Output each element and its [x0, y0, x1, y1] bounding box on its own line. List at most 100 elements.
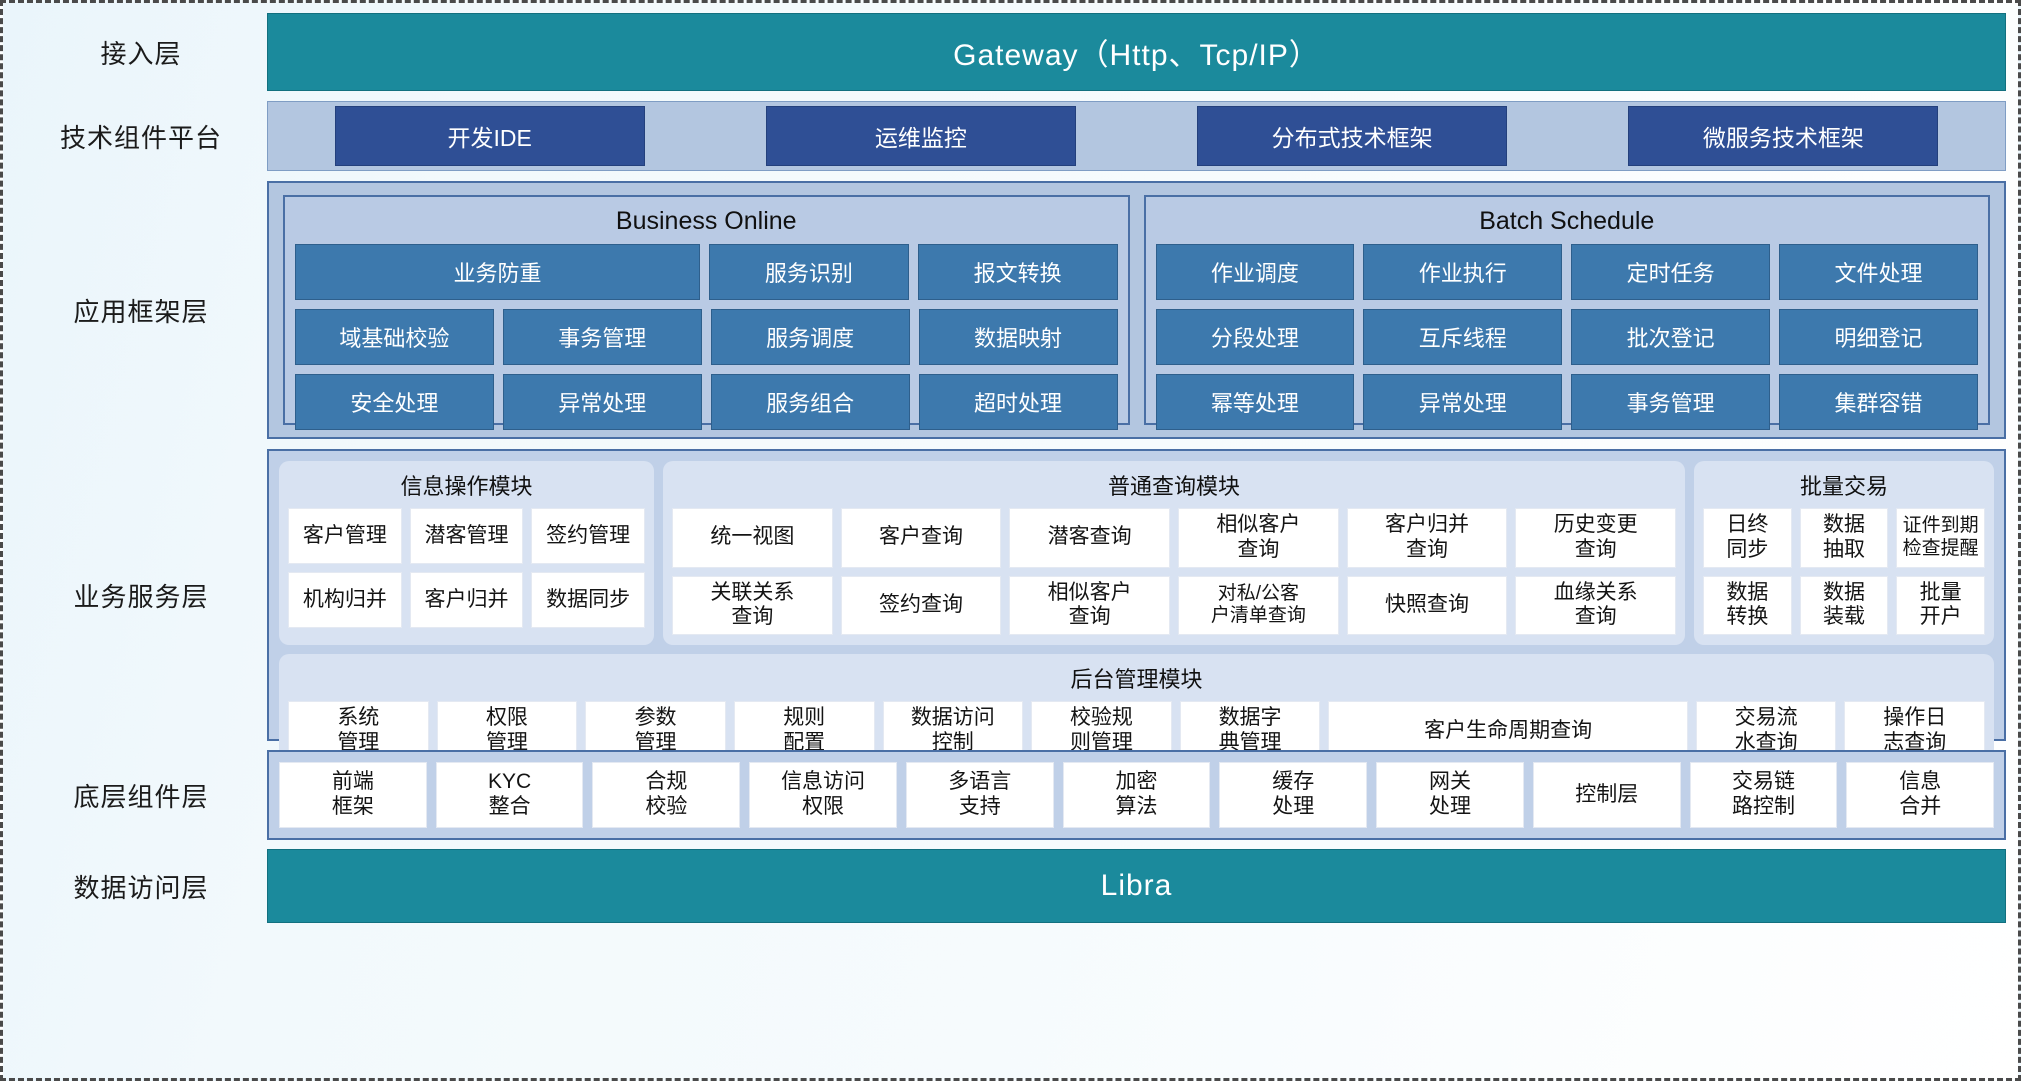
access-layer-label: 接入层: [100, 38, 182, 69]
component-cell[interactable]: 信息合并: [1846, 762, 1995, 828]
business-cell[interactable]: 数据抽取: [1799, 508, 1889, 568]
app-cell[interactable]: 互斥线程: [1363, 309, 1563, 365]
business-module-grid: 客户管理潜客管理签约管理机构归并客户归并数据同步: [288, 508, 646, 628]
app-cell[interactable]: 文件处理: [1779, 244, 1978, 300]
component-cell[interactable]: 合规校验: [592, 762, 741, 828]
app-grid-row: 分段处理互斥线程批次登记明细登记: [1155, 309, 1978, 365]
component-cell[interactable]: 缓存处理: [1219, 762, 1368, 828]
gateway-bar[interactable]: Gateway（Http、Tcp/IP）: [267, 13, 2006, 91]
access-layer-row: 接入层 Gateway（Http、Tcp/IP）: [15, 13, 2006, 91]
business-cell[interactable]: 日终同步: [1703, 508, 1792, 568]
app-cell[interactable]: 异常处理: [502, 374, 702, 430]
data-access-row: 数据访问层 Libra: [15, 849, 2006, 923]
tech-platform-band: 开发IDE 运维监控 分布式技术框架 微服务技术框架: [267, 101, 2006, 171]
business-cell[interactable]: 血缘关系查询: [1515, 575, 1677, 636]
component-cell[interactable]: 信息访问权限: [749, 762, 897, 828]
business-module-title: 普通查询模块: [1107, 474, 1240, 499]
business-cell[interactable]: 相似客户查询: [1009, 575, 1171, 636]
tech-chip-4[interactable]: 微服务技术框架: [1628, 106, 1939, 166]
business-module-3: 批量交易日终同步数据抽取证件到期检查提醒数据转换数据装载批量开户: [1694, 461, 1994, 646]
app-panel-grid: 作业调度作业执行定时任务文件处理分段处理互斥线程批次登记明细登记幂等处理异常处理…: [1155, 244, 1978, 430]
component-cell[interactable]: 网关处理: [1376, 762, 1524, 828]
app-cell[interactable]: 批次登记: [1571, 309, 1771, 365]
business-cell[interactable]: 客户查询: [840, 508, 1002, 568]
business-cell[interactable]: 客户管理: [288, 508, 402, 564]
app-cell[interactable]: 作业执行: [1363, 244, 1563, 300]
business-cell[interactable]: 数据同步: [531, 572, 646, 628]
app-cell[interactable]: 事务管理: [1571, 374, 1771, 430]
app-cell[interactable]: 服务组合: [710, 374, 910, 430]
business-cell[interactable]: 对私/公客户清单查询: [1178, 575, 1339, 636]
app-grid-row: 安全处理异常处理服务组合超时处理: [295, 374, 1118, 430]
business-cell[interactable]: 客户归并: [409, 572, 524, 628]
business-cell[interactable]: 统一视图: [672, 508, 833, 568]
tech-chip-1[interactable]: 开发IDE: [334, 106, 645, 166]
app-grid-row: 域基础校验事务管理服务调度数据映射: [295, 309, 1118, 365]
business-grid-row: 日终同步数据抽取证件到期检查提醒: [1703, 508, 1986, 568]
app-panel-title: Business Online: [615, 207, 797, 235]
business-service-label: 业务服务层: [73, 581, 209, 612]
business-cell[interactable]: 客户归并查询: [1346, 508, 1508, 568]
app-grid-row: 作业调度作业执行定时任务文件处理: [1155, 244, 1978, 300]
app-cell[interactable]: 域基础校验: [295, 309, 494, 365]
business-grid-row: 数据转换数据装载批量开户: [1703, 575, 1986, 636]
business-cell[interactable]: 签约管理: [531, 508, 646, 564]
business-cell[interactable]: 潜客查询: [1009, 508, 1171, 568]
business-cell[interactable]: 数据装载: [1799, 575, 1889, 636]
component-cell[interactable]: 控制层: [1532, 762, 1681, 828]
admin-module: 后台管理模块 系统管理权限管理参数管理规则配置数据访问控制校验规则管理数据字典管…: [279, 654, 1994, 772]
business-module-title: 信息操作模块: [400, 474, 533, 499]
business-cell[interactable]: 快照查询: [1346, 575, 1508, 636]
business-grid-row: 机构归并客户归并数据同步: [288, 572, 646, 628]
component-cell[interactable]: 交易链路控制: [1689, 762, 1838, 828]
app-cell[interactable]: 服务识别: [709, 244, 909, 300]
app-cell[interactable]: 数据映射: [918, 309, 1118, 365]
data-access-label: 数据访问层: [73, 872, 209, 903]
business-cell[interactable]: 数据转换: [1703, 575, 1792, 636]
business-cell[interactable]: 批量开户: [1896, 575, 1986, 636]
component-cell[interactable]: 多语言支持: [905, 762, 1054, 828]
business-cell[interactable]: 签约查询: [840, 575, 1002, 636]
app-cell[interactable]: 幂等处理: [1155, 374, 1355, 430]
app-cell[interactable]: 安全处理: [295, 374, 494, 430]
business-service-band: 信息操作模块客户管理潜客管理签约管理机构归并客户归并数据同步 普通查询模块统一视图…: [267, 449, 2006, 772]
tech-chip-2[interactable]: 运维监控: [765, 106, 1076, 166]
app-cell[interactable]: 报文转换: [917, 244, 1118, 300]
app-cell[interactable]: 超时处理: [918, 374, 1118, 430]
business-cell[interactable]: 机构归并: [288, 572, 402, 628]
bottom-component-label: 底层组件层: [73, 781, 209, 812]
app-cell[interactable]: 服务调度: [710, 309, 910, 365]
app-cell[interactable]: 事务管理: [502, 309, 702, 365]
app-cell[interactable]: 明细登记: [1779, 309, 1978, 365]
tech-platform-row: 技术组件平台 开发IDE 运维监控 分布式技术框架 微服务技术框架: [15, 101, 2006, 171]
business-cell[interactable]: 证件到期检查提醒: [1896, 508, 1986, 568]
business-cell[interactable]: 关联关系查询: [672, 575, 833, 636]
business-grid-row: 关联关系查询签约查询相似客户查询对私/公客户清单查询快照查询血缘关系查询: [672, 575, 1677, 636]
business-modules-row: 信息操作模块客户管理潜客管理签约管理机构归并客户归并数据同步 普通查询模块统一视图…: [279, 461, 1994, 646]
app-cell[interactable]: 分段处理: [1155, 309, 1355, 365]
libra-bar[interactable]: Libra: [267, 849, 2006, 923]
app-cell[interactable]: 定时任务: [1571, 244, 1771, 300]
admin-module-row: 系统管理权限管理参数管理规则配置数据访问控制校验规则管理数据字典管理客户生命周期…: [288, 701, 1986, 762]
app-cell[interactable]: 异常处理: [1363, 374, 1563, 430]
app-cell[interactable]: 业务防重: [295, 244, 701, 300]
tech-platform-label: 技术组件平台: [59, 122, 222, 153]
business-module-1: 信息操作模块客户管理潜客管理签约管理机构归并客户归并数据同步: [279, 461, 654, 646]
component-cell[interactable]: 前端框架: [279, 762, 427, 828]
business-cell[interactable]: 历史变更查询: [1515, 508, 1677, 568]
admin-module-title: 后台管理模块: [1070, 667, 1203, 693]
tech-chip-3[interactable]: 分布式技术框架: [1197, 106, 1508, 166]
app-panel-grid: 业务防重服务识别报文转换域基础校验事务管理服务调度数据映射安全处理异常处理服务组…: [295, 244, 1118, 430]
app-grid-row: 业务防重服务识别报文转换: [295, 244, 1118, 300]
app-cell[interactable]: 集群容错: [1779, 374, 1978, 430]
component-cell[interactable]: 加密算法: [1062, 762, 1211, 828]
business-cell[interactable]: 相似客户查询: [1178, 508, 1339, 568]
business-cell[interactable]: 潜客管理: [409, 508, 524, 564]
app-cell[interactable]: 作业调度: [1155, 244, 1355, 300]
